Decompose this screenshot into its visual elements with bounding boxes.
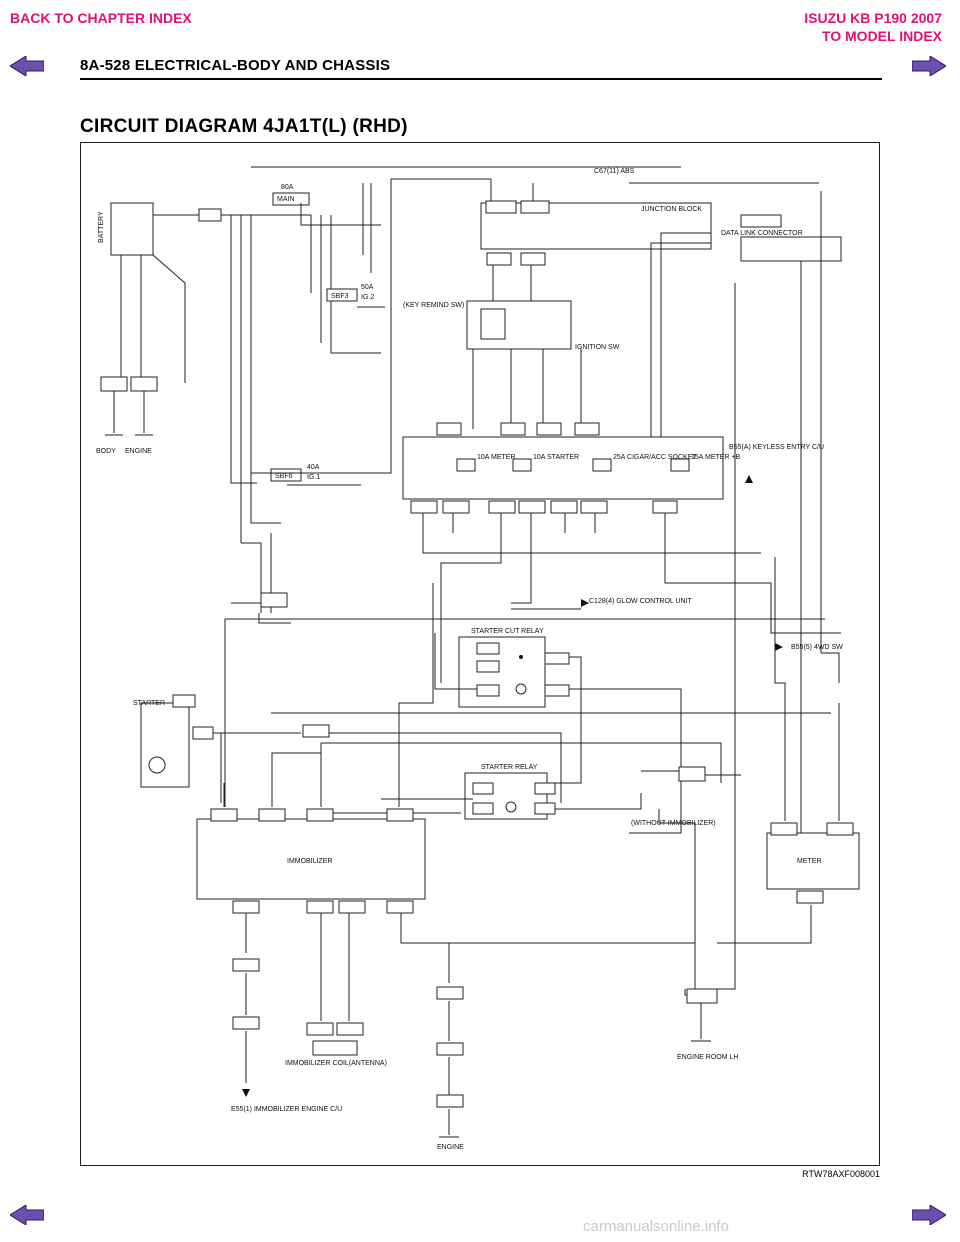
main-fuse-label: MAIN — [277, 196, 295, 203]
ig1-fuse-label: SBF6 — [275, 473, 293, 480]
key-remind-label: (KEY REMIND SW) — [403, 302, 464, 309]
glow-arrow-icon — [581, 599, 589, 607]
starter-relay: STARTER RELAY — [464, 764, 556, 820]
fuse-meter-label: 10A METER — [477, 454, 516, 461]
starter-motor: STARTER — [133, 694, 214, 788]
prev-page-arrow-icon[interactable] — [10, 56, 44, 76]
keyless-entry-label: B55(A) KEYLESS ENTRY C/U — [729, 444, 824, 451]
meter-unit: METER — [766, 822, 860, 904]
immobilizer-ecu-arrow-icon — [242, 1089, 250, 1097]
ground-engine2-label: ENGINE — [437, 1144, 464, 1151]
ignition-switch: (KEY REMIND SW) IGNITION SW — [403, 300, 620, 351]
next-page-bottom-arrow-icon[interactable] — [912, 1205, 946, 1225]
model-title: ISUZU KB P190 2007 — [804, 10, 942, 26]
starter-relay-label: STARTER RELAY — [481, 764, 538, 771]
ig1-label: IG.1 — [307, 474, 320, 481]
fuse-meter-b-label: 15A METER +B — [691, 454, 741, 461]
fourwd-sw-label: B55(5) 4WD SW — [791, 644, 843, 651]
starter-cut-relay: STARTER CUT RELAY — [458, 628, 570, 708]
meter-label: METER — [797, 858, 822, 865]
to-model-index-link[interactable]: TO MODEL INDEX — [821, 28, 942, 44]
circuit-diagram: BATTERY BODY ENGINE MAIN 80A SBF3 50A IG… — [96, 166, 860, 1151]
keyless-arrow-icon — [745, 475, 753, 483]
ignition-sw-label: IGNITION SW — [575, 344, 620, 351]
fourwd-arrow-icon — [775, 643, 783, 651]
ig2-fuse-label: SBF3 — [331, 293, 349, 300]
fuse-cigar-label: 25A CIGAR/ACC SOCKET — [613, 454, 697, 461]
data-link-connector: DATA LINK CONNECTOR — [721, 214, 842, 262]
data-link-label: DATA LINK CONNECTOR — [721, 230, 803, 237]
immobilizer-label: IMMOBILIZER — [287, 858, 333, 865]
engine-room-label: ENGINE ROOM LH — [677, 1054, 738, 1061]
fuse-box: 10A METER 10A STARTER 25A CIGAR/ACC SOCK… — [402, 422, 741, 514]
ground-body-label: BODY — [96, 448, 116, 455]
prev-page-bottom-arrow-icon[interactable] — [10, 1205, 44, 1225]
ig2-amp: 50A — [361, 284, 374, 291]
junction-block-label: JUNCTION BLOCK — [641, 206, 702, 213]
figure-code: RTW78AXF008001 — [802, 1169, 880, 1179]
page-section-header: 8A-528 ELECTRICAL-BODY AND CHASSIS — [80, 57, 391, 74]
fuse-starter-label: 10A STARTER — [533, 454, 579, 461]
battery: BATTERY — [98, 202, 154, 256]
circuit-diagram-frame: BATTERY BODY ENGINE MAIN 80A SBF3 50A IG… — [80, 142, 880, 1166]
glow-control-label: C128(4) GLOW CONTROL UNIT — [589, 598, 693, 605]
starter-label: STARTER — [133, 700, 165, 707]
next-page-arrow-icon[interactable] — [912, 56, 946, 76]
immobilizer-ecu-label: E55(1) IMMOBILIZER ENGINE C/U — [231, 1106, 342, 1113]
main-fuse-amp: 80A — [281, 184, 294, 191]
abs-label: C67(11) ABS — [594, 168, 635, 175]
back-to-chapter-link[interactable]: BACK TO CHAPTER INDEX — [10, 10, 192, 26]
immobilizer-coil-label: IMMOBILIZER COIL(ANTENNA) — [285, 1060, 387, 1067]
immobilizer-unit: IMMOBILIZER — [196, 808, 426, 914]
starter-cut-relay-label: STARTER CUT RELAY — [471, 628, 544, 635]
ig1-amp: 40A — [307, 464, 320, 471]
header-divider — [80, 78, 882, 80]
diagram-title: CIRCUIT DIAGRAM 4JA1T(L) (RHD) — [80, 116, 408, 137]
junction-block: JUNCTION BLOCK — [480, 200, 712, 266]
ig2-label: IG.2 — [361, 294, 374, 301]
watermark: carmanualsonline.info — [583, 1218, 729, 1235]
battery-label: BATTERY — [98, 211, 105, 243]
ground-engine-label: ENGINE — [125, 448, 152, 455]
